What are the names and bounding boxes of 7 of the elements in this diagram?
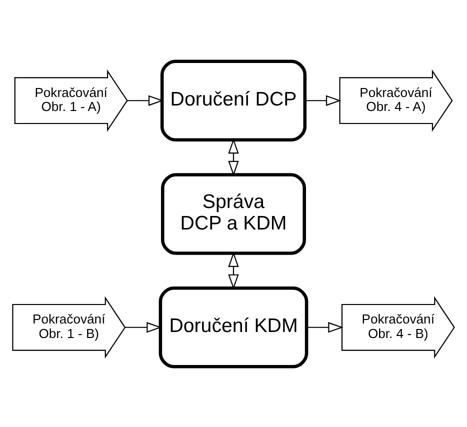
node-box: Doručení DCP xyxy=(160,59,307,141)
node-box: Správa DCP a KDM xyxy=(161,172,306,254)
arrow xyxy=(306,322,344,332)
arrow xyxy=(305,94,342,106)
node-box: Doručení KDM xyxy=(158,286,308,368)
arrow xyxy=(125,322,162,332)
arrow xyxy=(127,94,164,106)
